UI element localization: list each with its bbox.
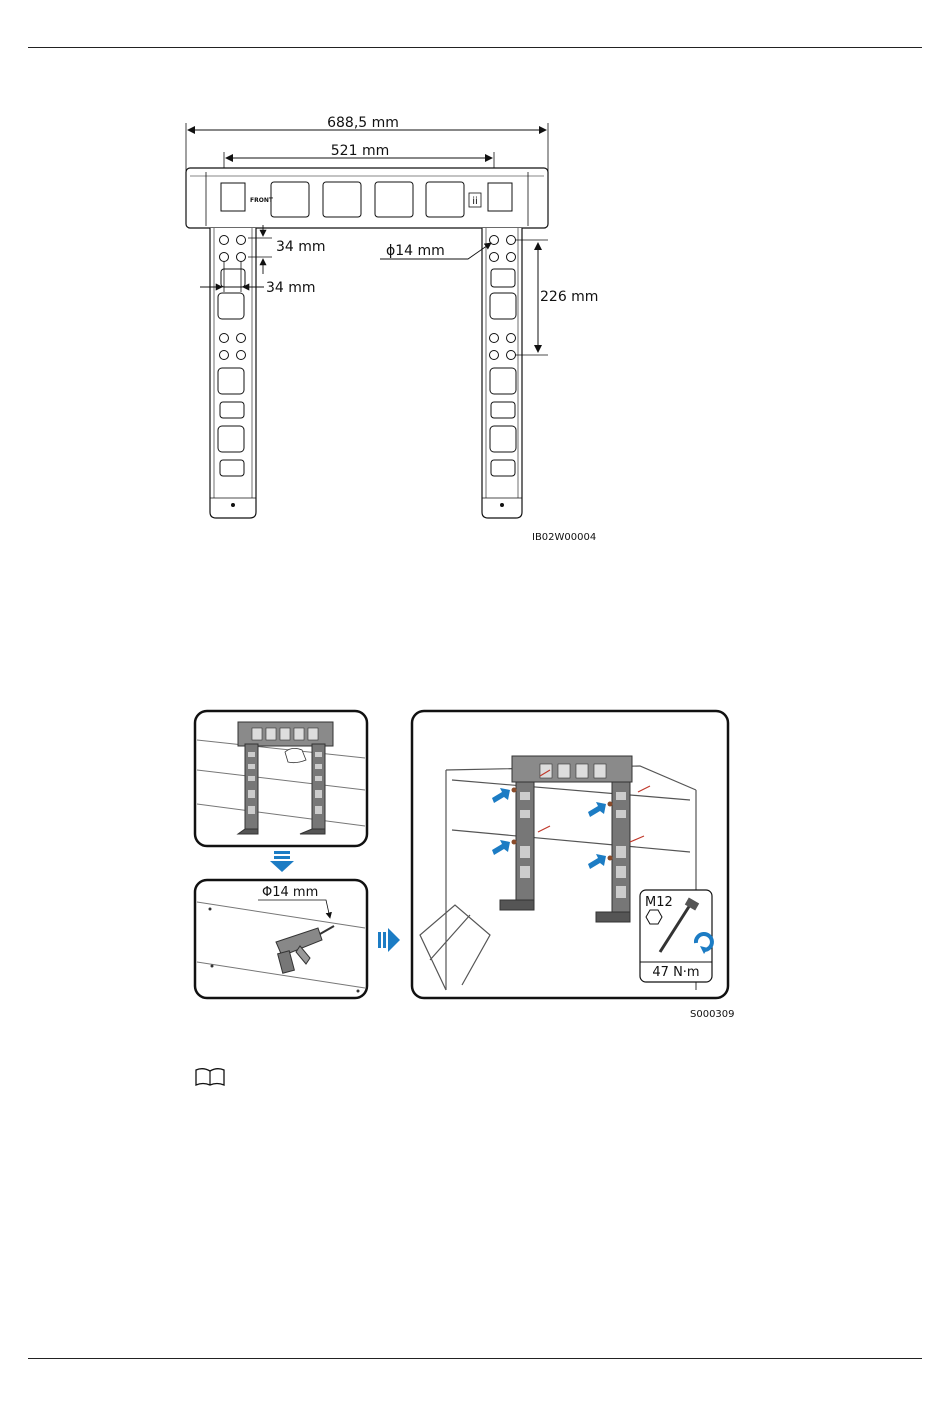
hole-offset-horizontal-label: 34 mm — [266, 280, 316, 296]
vertical-spacing-label: 226 mm — [540, 289, 598, 305]
torque-spec-box: M12 47 N·m — [640, 890, 712, 982]
right-arrow-icon — [378, 928, 400, 952]
torque-label: 47 N·m — [652, 965, 699, 980]
hole-spacing-label: 521 mm — [331, 143, 389, 159]
hole-offset-vertical-label: 34 mm — [276, 239, 326, 255]
overall-width-label: 688,5 mm — [327, 115, 399, 131]
footer-rule — [28, 1358, 922, 1359]
step-mount-bracket-panel: M12 47 N·m — [412, 711, 728, 998]
figure-code: IB02W00004 — [532, 532, 596, 543]
book-icon — [194, 1067, 226, 1087]
bolt-size-label: M12 — [645, 895, 673, 910]
figure-code-2: S000309 — [690, 1009, 735, 1020]
hole-diameter-label: ϕ14 mm — [386, 243, 445, 259]
installation-steps-figure: Φ14 mm — [190, 705, 740, 1023]
svg-text:ii: ii — [472, 196, 478, 207]
front-label: FRONT — [250, 197, 274, 204]
step-drill-holes-panel: Φ14 mm — [195, 880, 367, 998]
step-position-bracket-panel — [195, 711, 367, 846]
down-arrow-icon — [270, 851, 294, 872]
header-rule — [28, 47, 922, 48]
drill-diameter-label: Φ14 mm — [262, 885, 318, 900]
bracket-dimension-figure: 688,5 mm 521 mm FRONT ii — [170, 105, 620, 550]
